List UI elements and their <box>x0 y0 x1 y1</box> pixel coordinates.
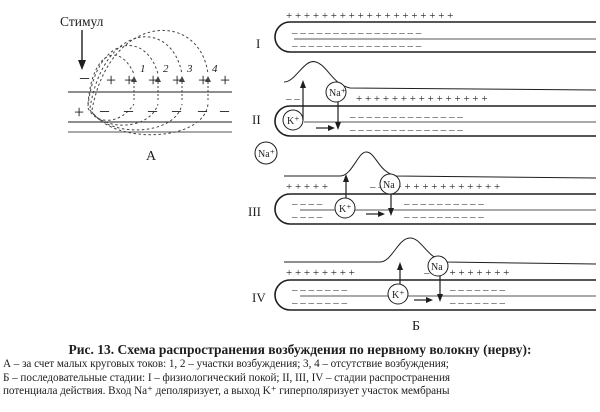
stage-2: II – – + + + + + + + + + + + + + + + – –… <box>252 61 597 137</box>
site-number-1: 1 <box>140 63 146 75</box>
svg-text:+ + + + + + + + + + + + + + +: + + + + + + + + + + + + + + + <box>356 93 488 105</box>
site-arrows <box>133 80 209 100</box>
svg-text:+: + <box>148 70 158 90</box>
stage-4: IV + + + + + + + + – – + + + + + + + + –… <box>252 237 597 311</box>
svg-text:– – – – – – – – – –: – – – – – – – – – – – – – – <box>349 124 463 136</box>
ion-na-stage-4: Na <box>431 262 443 273</box>
svg-text:+: + <box>198 70 208 90</box>
svg-text:+: + <box>74 102 84 122</box>
svg-text:– – – –: – – – – <box>291 211 323 223</box>
site-number-4: 4 <box>212 63 218 75</box>
stage-label-4: IV <box>252 290 266 305</box>
stage-label-2: II <box>252 112 261 127</box>
caption-line-2: Б – последовательные стадии: I – физиоло… <box>3 371 451 384</box>
svg-text:–: – <box>219 100 230 120</box>
svg-text:–: – <box>171 100 182 120</box>
panel-b: I + + + + + + + + + + + + + + + + + + + … <box>248 10 597 334</box>
svg-text:+ + + + + + + + + + + + + + +: + + + + + + + + + + + + + + + + + + + <box>286 10 453 22</box>
svg-text:–: – <box>147 100 158 120</box>
svg-text:– – – – – – – – – –: – – – – – – – – – – – – – – – – <box>291 40 422 52</box>
svg-text:– – – – – – – – – –: – – – – – – – – – – <box>403 211 484 223</box>
svg-text:– – – – – – – – – –: – – – – – – – – – – – – – – <box>349 111 463 123</box>
svg-text:+: + <box>220 70 230 90</box>
svg-text:–: – <box>99 100 110 120</box>
circular-currents <box>87 29 209 136</box>
stimulus-arrowhead <box>78 60 86 70</box>
site-number-2: 2 <box>163 63 169 75</box>
svg-text:+: + <box>124 70 134 90</box>
stage-3: III + + + + + – – + + + + + + + + + + + … <box>248 151 597 225</box>
stimulus-label: Стимул <box>60 14 104 29</box>
site-number-3: 3 <box>186 63 193 75</box>
figure-caption: Рис. 13. Схема распространения возбужден… <box>0 338 600 412</box>
free-na-ion: Na⁺ <box>254 141 278 165</box>
diagram-area: Стимул <box>60 10 597 334</box>
panel-a-outer-charges: – + + + + + + <box>79 67 230 90</box>
svg-text:– – – – – – –: – – – – – – – <box>449 284 506 296</box>
ion-na-plus-stage-2: Na⁺ <box>329 88 346 99</box>
caption-title: Рис. 13. Схема распространения возбужден… <box>68 342 532 357</box>
caption-line-3: потенциала действия. Вход Na⁺ деполяризу… <box>3 385 450 397</box>
stage-label-1: I <box>256 36 260 51</box>
ion-k-stage-4: K⁺ <box>392 290 405 301</box>
svg-text:–: – <box>79 67 90 87</box>
ion-na-plus-free: Na⁺ <box>258 149 275 160</box>
svg-text:+ + + + +: + + + + + <box>286 181 328 193</box>
svg-text:– – + + + + + + + + + + + +: – – + + + + + + + + + + + + + <box>369 181 500 193</box>
svg-text:+ + + + + + + +: + + + + + + + + <box>286 267 355 279</box>
svg-text:– – – – – – – – – –: – – – – – – – – – – – – – – – – <box>291 27 422 39</box>
svg-text:– – – – – – –: – – – – – – – <box>291 284 348 296</box>
stage-1: I + + + + + + + + + + + + + + + + + + + … <box>256 10 596 53</box>
ion-k-stage-2: K⁺ <box>287 116 300 127</box>
panel-b-label: Б <box>412 319 420 334</box>
panel-a: Стимул <box>60 14 232 164</box>
svg-text:+: + <box>106 70 116 90</box>
svg-text:– – – – – – – – – –: – – – – – – – – – – <box>403 198 484 210</box>
svg-text:– –: – – <box>285 93 300 105</box>
svg-text:–: – <box>123 100 134 120</box>
caption-line-1: А – за счет малых круговых токов: 1, 2 –… <box>3 358 449 370</box>
ion-na-stage-3: Na <box>383 180 395 191</box>
svg-text:+: + <box>172 70 182 90</box>
panel-a-label: А <box>146 149 157 164</box>
stage-label-3: III <box>248 204 261 219</box>
panel-a-inner-charges: + – – – – – – <box>74 100 230 122</box>
svg-text:– – – –: – – – – <box>291 198 323 210</box>
svg-text:–: – <box>197 100 208 120</box>
svg-text:– – – – – – –: – – – – – – – <box>291 297 348 309</box>
site-arrowheads <box>131 76 211 82</box>
ion-k-stage-3: K⁺ <box>339 204 352 215</box>
svg-text:– – – – – – –: – – – – – – – <box>449 297 506 309</box>
diagram-svg: Стимул <box>60 10 597 334</box>
